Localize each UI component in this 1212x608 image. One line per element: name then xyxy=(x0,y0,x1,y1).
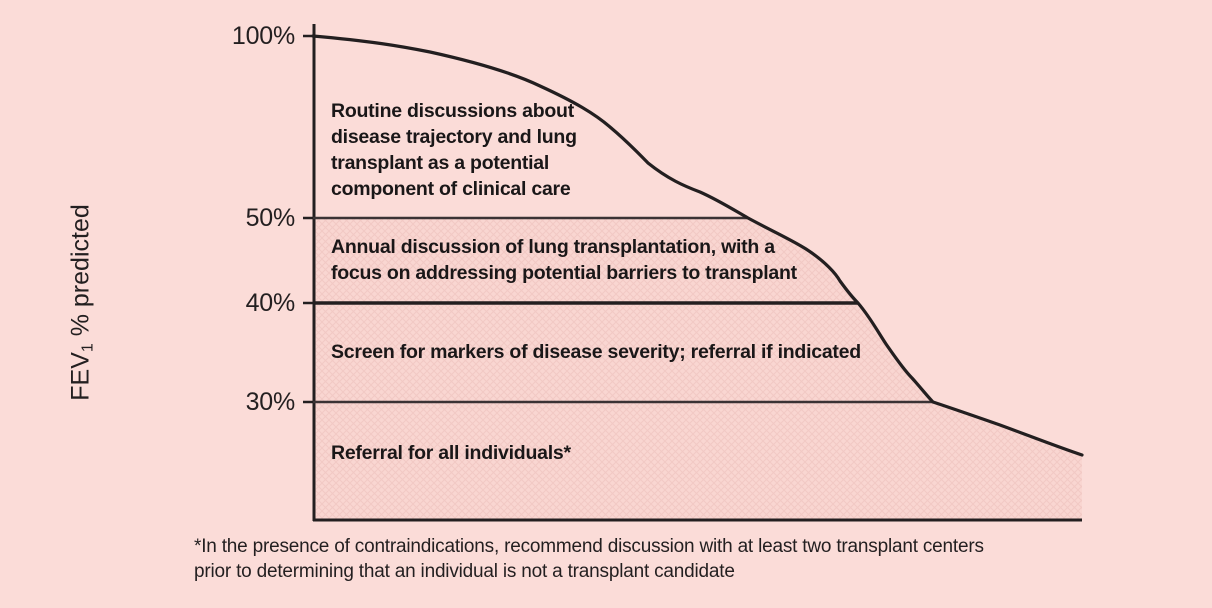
band-label-line: transplant as a potential xyxy=(331,152,550,174)
footnote-line: prior to determining that an individual … xyxy=(194,561,735,582)
y-axis-title-main: FEV xyxy=(66,352,95,401)
y-tick-label-30: 30% xyxy=(245,388,296,416)
band-label-line: focus on addressing potential barriers t… xyxy=(331,262,797,284)
band-label-line: Referral for all individuals* xyxy=(331,442,571,464)
y-axis-title-subscript: 1 xyxy=(79,343,97,353)
band-label-line: Screen for markers of disease severity; … xyxy=(331,341,861,363)
footnote: *In the presence of contraindications, r… xyxy=(194,534,1204,584)
y-axis-title: FEV1 % predicted xyxy=(66,143,97,463)
band-label-line: disease trajectory and lung xyxy=(331,126,577,148)
y-tick-label-100: 100% xyxy=(231,22,295,50)
band-label-routine-discussions: Routine discussions about disease trajec… xyxy=(331,98,631,202)
y-tick-label-40: 40% xyxy=(245,289,296,317)
y-tick-label-50: 50% xyxy=(245,204,296,232)
footnote-line: *In the presence of contraindications, r… xyxy=(194,536,984,557)
band-label-line: component of clinical care xyxy=(331,178,571,200)
y-axis-title-rest: % predicted xyxy=(66,204,95,344)
band-label-line: Annual discussion of lung transplantatio… xyxy=(331,236,775,258)
fev1-decline-curve xyxy=(311,34,1084,457)
band-label-referral-all: Referral for all individuals* xyxy=(331,440,731,466)
band-label-annual-discussion: Annual discussion of lung transplantatio… xyxy=(331,234,851,286)
band-label-screen-markers: Screen for markers of disease severity; … xyxy=(331,339,911,365)
band-label-line: Routine discussions about xyxy=(331,100,574,122)
